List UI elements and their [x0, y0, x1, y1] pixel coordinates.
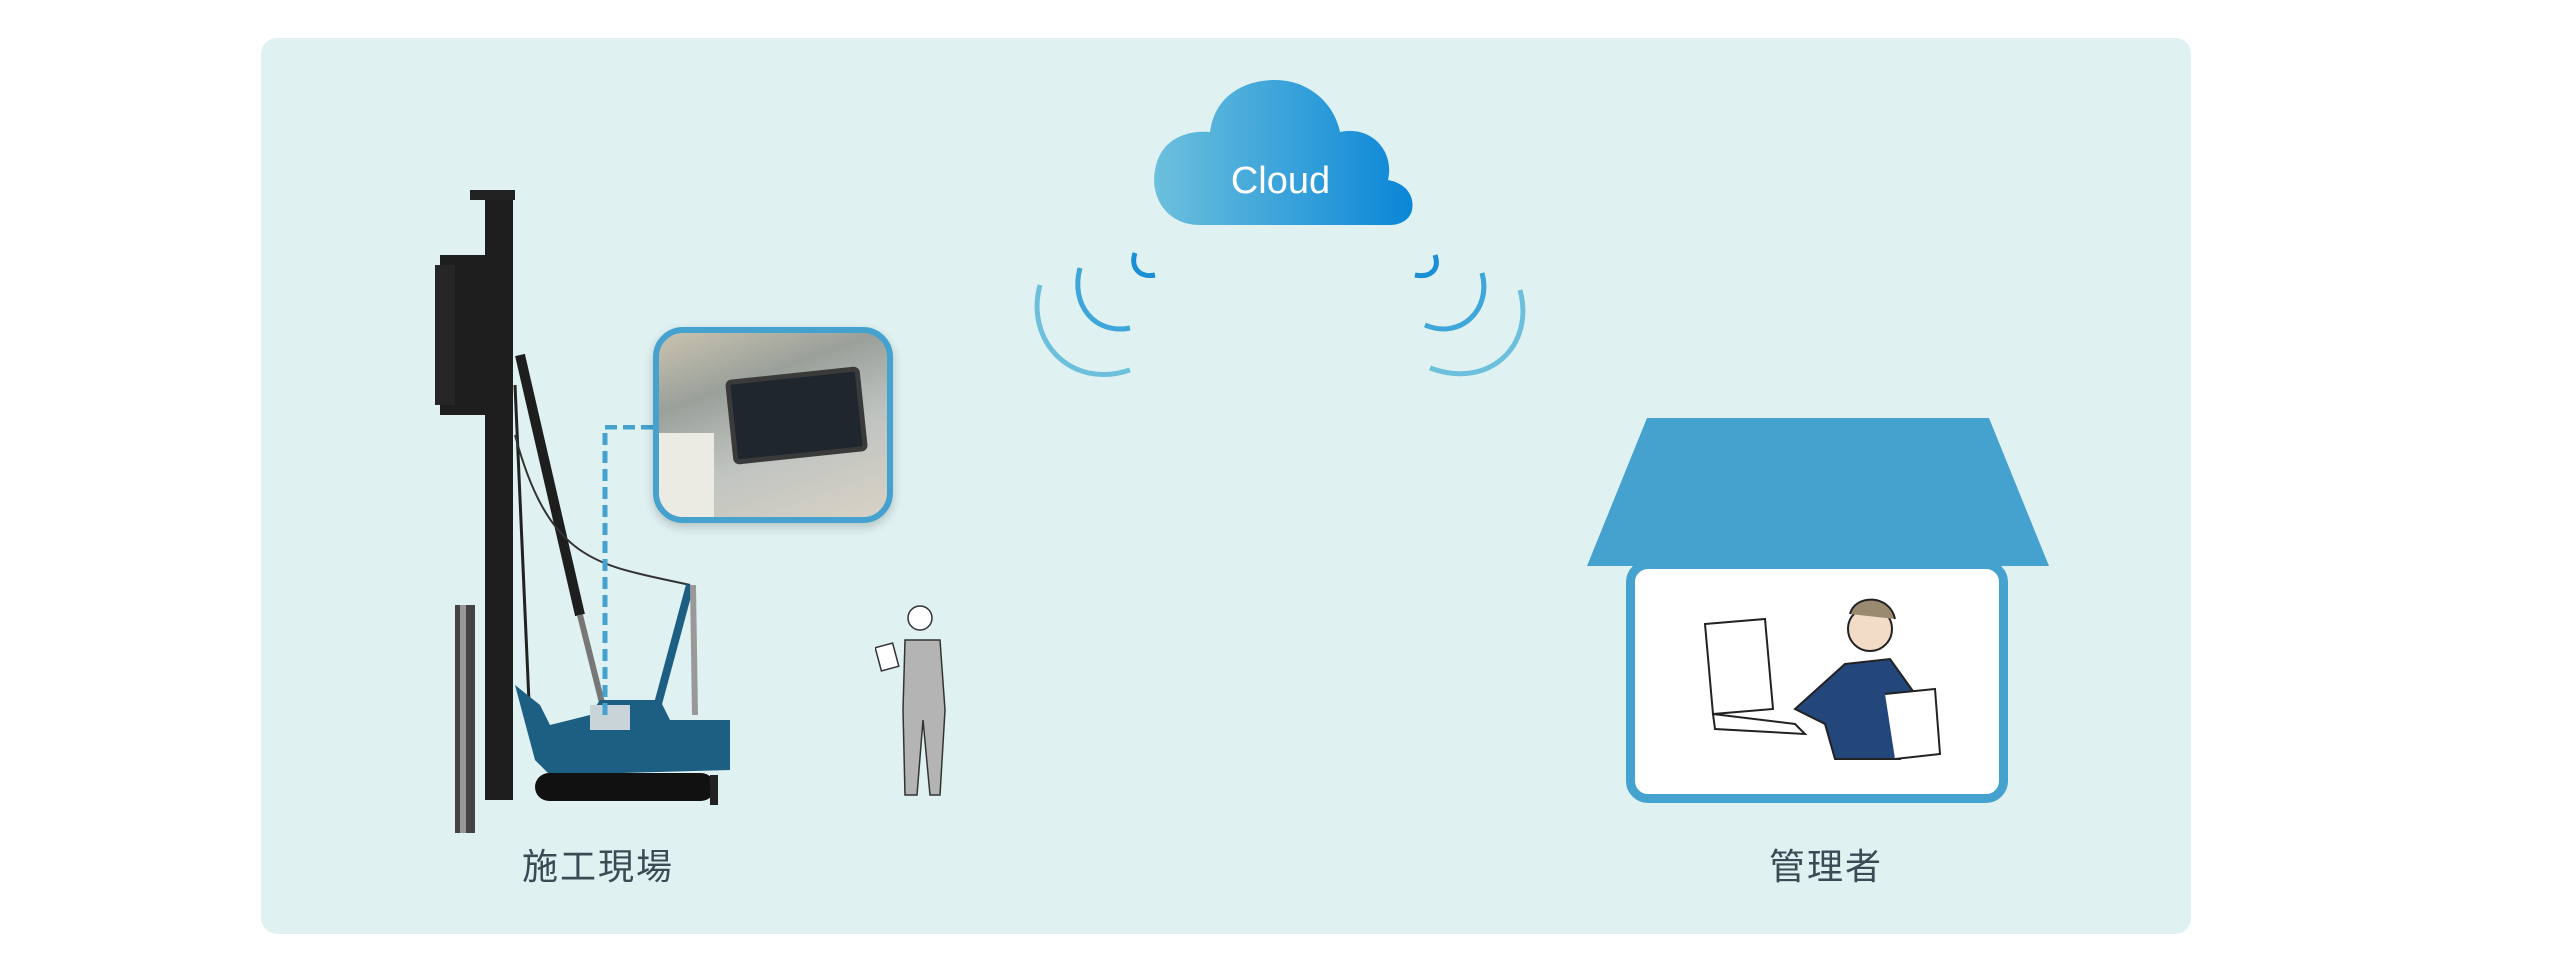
cloud-label: Cloud [1230, 160, 1331, 202]
house-window [1626, 560, 2008, 803]
tablet-screen [724, 366, 869, 465]
house-icon [1587, 418, 2049, 566]
tablet-photo [653, 327, 893, 523]
pile-driver-icon [435, 190, 730, 833]
connector-line [602, 425, 653, 720]
office-worker-icon [1703, 598, 1942, 760]
control-panel [659, 433, 714, 517]
manager-label: 管理者 [1768, 847, 1884, 888]
worker-icon [875, 605, 946, 796]
wireless-signal-icon [1034, 252, 1526, 377]
cloud-icon [1154, 80, 1413, 225]
site-label: 施工現場 [521, 847, 675, 888]
